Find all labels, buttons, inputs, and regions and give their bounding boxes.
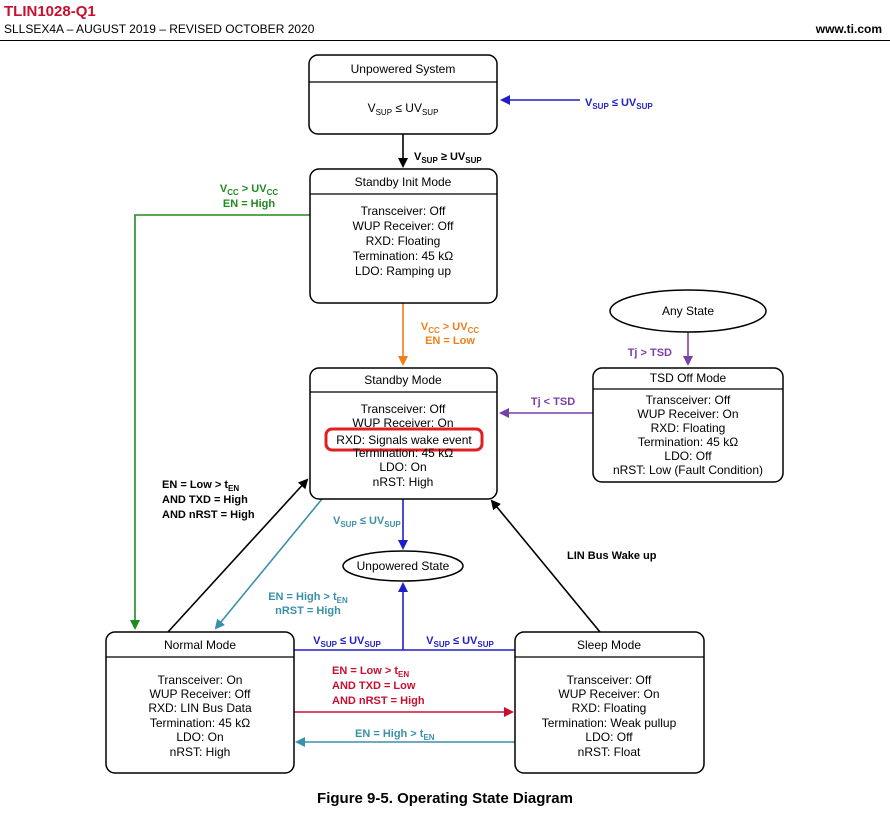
label-normal-to-sleep-line2: AND TXD = Low <box>332 680 416 692</box>
state-line: nRST: Float <box>578 745 641 759</box>
label-normal-to-standby-line1: EN = Low > tEN <box>162 479 239 493</box>
state-line: Termination: 45 kΩ <box>353 446 453 460</box>
state-line: Termination: Weak pullup <box>542 716 677 730</box>
label-tsd-to-standby: Tj < TSD <box>531 396 575 408</box>
document-revision: SLLSEX4A – AUGUST 2019 – REVISED OCTOBER… <box>4 22 315 36</box>
label-init-to-standby-line1: VCC > UVCC <box>421 321 480 335</box>
state-tsd-off-mode: TSD Off Mode Transceiver: Off WUP Receiv… <box>592 367 784 483</box>
state-line: WUP Receiver: On <box>637 407 738 421</box>
state-standby-mode: Standby Mode Transceiver: Off WUP Receiv… <box>309 367 498 500</box>
label-sleep-to-normal: EN = High > tEN <box>355 728 435 742</box>
state-line: LDO: Off <box>585 730 633 744</box>
header-divider <box>0 40 890 41</box>
state-line: nRST: Low (Fault Condition) <box>613 463 763 477</box>
label-normal-to-standby-line3: AND nRST = High <box>162 509 255 521</box>
state-line: WUP Receiver: On <box>558 687 659 701</box>
state-title: Unpowered System <box>351 62 456 76</box>
website-link[interactable]: www.ti.com <box>815 22 882 36</box>
label-normal-to-sleep-line1: EN = Low > tEN <box>332 665 409 679</box>
state-line: RXD: Floating <box>572 701 647 715</box>
label-standby-to-normal-line1: EN = High > tEN <box>268 591 348 605</box>
label-normal-to-sleep-line3: AND nRST = High <box>332 695 425 707</box>
label-normal-to-unpowered: VSUP ≤ UVSUP <box>313 635 381 649</box>
state-line: Transceiver: Off <box>361 402 446 416</box>
arrow-normal-to-standby <box>167 478 309 633</box>
arrow-init-to-normal <box>130 214 310 630</box>
state-line-highlighted: RXD: Signals wake event <box>336 433 472 447</box>
state-diagram: Unpowered System VSUP ≤ UVSUP Standby In… <box>105 54 784 774</box>
label-init-to-standby-line2: EN = Low <box>425 335 475 347</box>
state-normal-mode: Normal Mode Transceiver: On WUP Receiver… <box>105 631 295 774</box>
state-any-state: Any State <box>609 289 767 333</box>
label-standby-to-normal-line2: nRST = High <box>275 605 341 617</box>
state-title: TSD Off Mode <box>650 371 727 385</box>
label-sleep-to-unpowered: VSUP ≤ UVSUP <box>426 635 494 649</box>
label-any-to-tsd: Tj > TSD <box>628 347 672 359</box>
state-line: WUP Receiver: Off <box>150 687 252 701</box>
label-standby-to-unpowered: VSUP ≤ UVSUP <box>333 515 401 529</box>
label-vsup-to-unpowered-system: VSUP ≤ UVSUP <box>585 97 653 111</box>
state-title: Normal Mode <box>164 638 236 652</box>
state-line: WUP Receiver: Off <box>353 219 455 233</box>
state-line: RXD: Floating <box>366 234 441 248</box>
state-unpowered-system: Unpowered System VSUP ≤ UVSUP <box>308 54 498 135</box>
figure-caption: Figure 9-5. Operating State Diagram <box>317 790 573 807</box>
state-line: Termination: 45 kΩ <box>638 435 738 449</box>
state-line: Transceiver: Off <box>646 393 731 407</box>
state-line: LDO: On <box>176 730 223 744</box>
state-title: Standby Init Mode <box>355 175 452 189</box>
state-line: Transceiver: Off <box>567 673 652 687</box>
state-title: Standby Mode <box>364 373 442 387</box>
state-line: Transceiver: Off <box>361 204 446 218</box>
state-standby-init-mode: Standby Init Mode Transceiver: Off WUP R… <box>309 168 498 304</box>
state-condition: VSUP ≤ UVSUP <box>368 101 439 117</box>
label-unpowered-to-init: VSUP ≥ UVSUP <box>414 151 482 165</box>
state-line: WUP Receiver: On <box>352 416 453 430</box>
state-line: LDO: On <box>379 460 426 474</box>
label-sleep-to-standby: LIN Bus Wake up <box>567 550 657 562</box>
state-line: RXD: Floating <box>651 421 726 435</box>
arrow-standby-to-normal <box>214 498 323 630</box>
state-line: nRST: High <box>373 475 434 489</box>
state-title: Unpowered State <box>357 559 450 573</box>
highlight-box <box>324 427 484 452</box>
label-init-to-normal-line2: EN = High <box>223 198 276 210</box>
state-unpowered-state: Unpowered State <box>342 550 464 582</box>
state-line: nRST: High <box>170 745 231 759</box>
label-normal-to-standby-line2: AND TXD = High <box>162 494 248 506</box>
state-line: LDO: Ramping up <box>355 264 451 278</box>
label-init-to-normal-line1: VCC > UVCC <box>220 183 279 197</box>
state-line: Termination: 45 kΩ <box>353 249 453 263</box>
state-line: Transceiver: On <box>158 673 243 687</box>
state-title: Any State <box>662 304 714 318</box>
arrow-sleep-to-standby <box>490 499 601 633</box>
state-line: Termination: 45 kΩ <box>150 716 250 730</box>
state-line: RXD: LIN Bus Data <box>148 701 252 715</box>
state-title: Sleep Mode <box>577 638 641 652</box>
document-title: TLIN1028-Q1 <box>4 3 96 20</box>
state-sleep-mode: Sleep Mode Transceiver: Off WUP Receiver… <box>514 631 705 774</box>
state-line: LDO: Off <box>664 449 712 463</box>
